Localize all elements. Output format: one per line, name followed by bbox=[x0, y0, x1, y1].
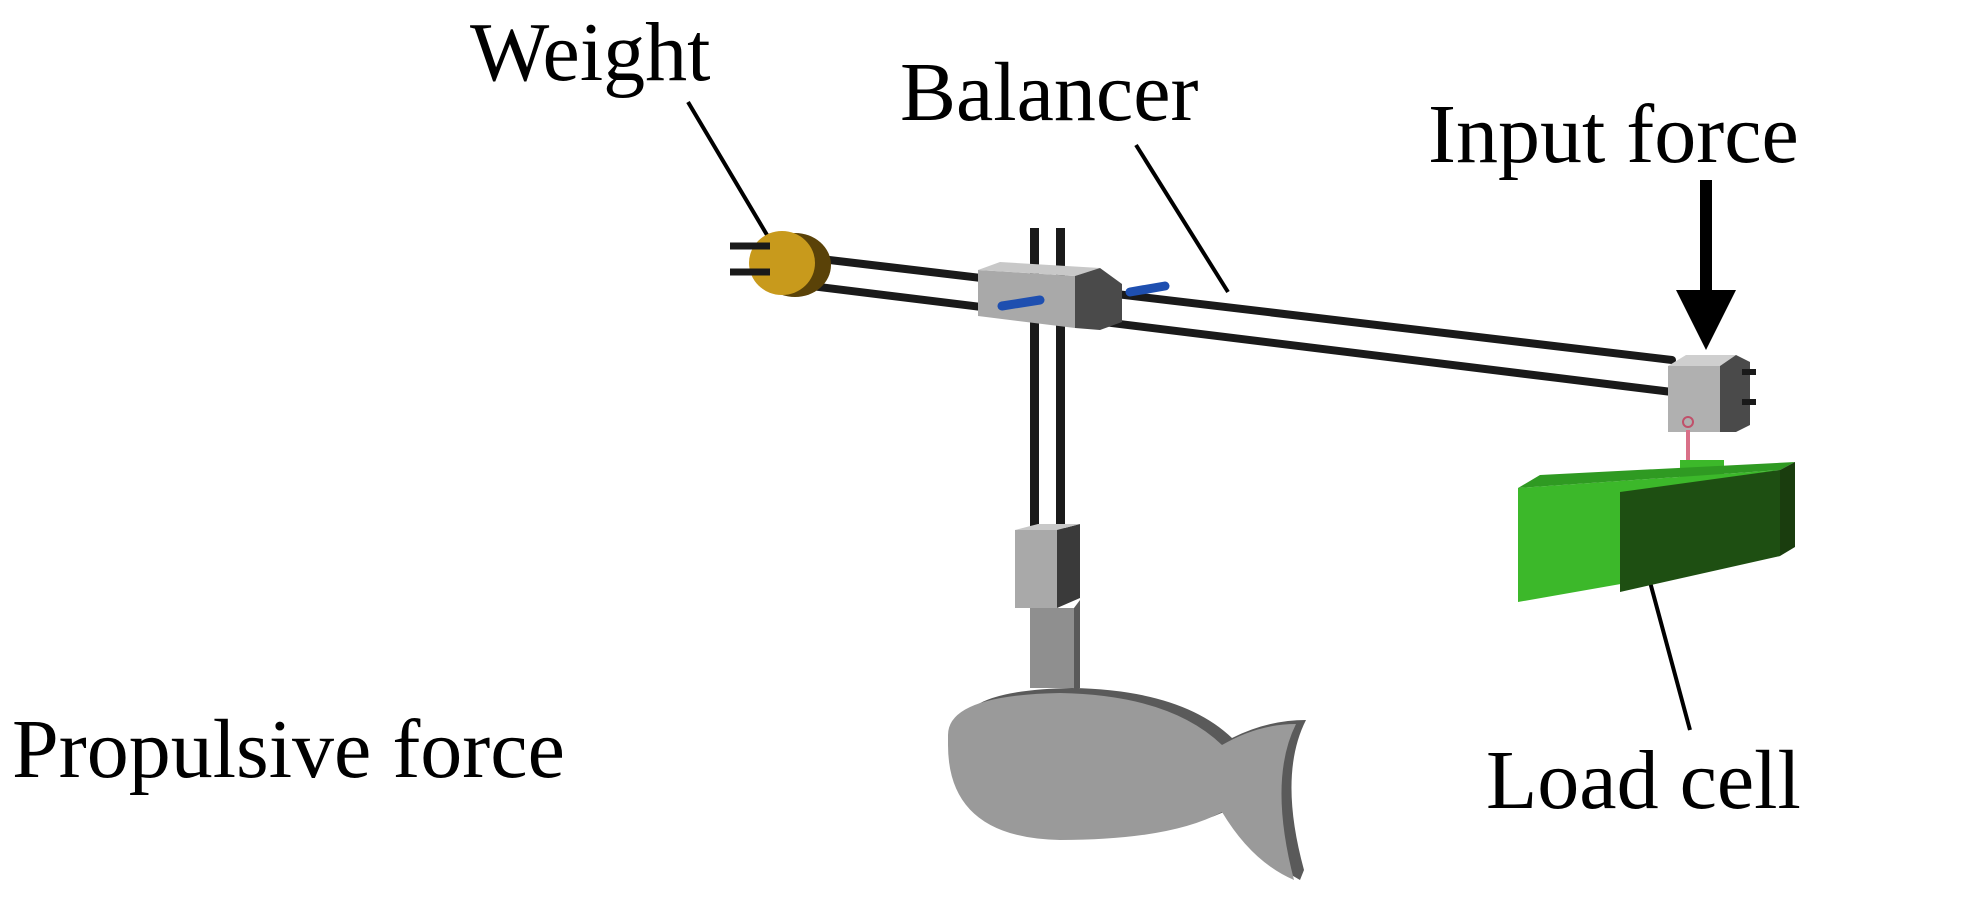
weight-disk bbox=[730, 231, 831, 297]
load-cell-label: Load cell bbox=[1486, 734, 1801, 827]
load-cell bbox=[1518, 460, 1795, 602]
input-force-label: Input force bbox=[1428, 88, 1799, 181]
clamp-bolt bbox=[997, 295, 1045, 311]
clamp-bolt bbox=[1125, 281, 1170, 297]
weight-label: Weight bbox=[470, 6, 711, 99]
weight-leader-line bbox=[686, 100, 772, 242]
balancer-leader-line bbox=[1134, 143, 1230, 294]
balancer-rods bbox=[758, 248, 1676, 396]
fin-clamp bbox=[1015, 524, 1080, 608]
balancer-clamp bbox=[978, 262, 1170, 330]
vertical-rods bbox=[1030, 228, 1065, 546]
end-block bbox=[1668, 355, 1756, 462]
input-force-arrow-icon bbox=[1676, 180, 1736, 350]
balancer-label: Balancer bbox=[900, 46, 1198, 139]
fish-model bbox=[948, 600, 1306, 880]
propulsive-force-label: Propulsive force bbox=[12, 703, 565, 796]
